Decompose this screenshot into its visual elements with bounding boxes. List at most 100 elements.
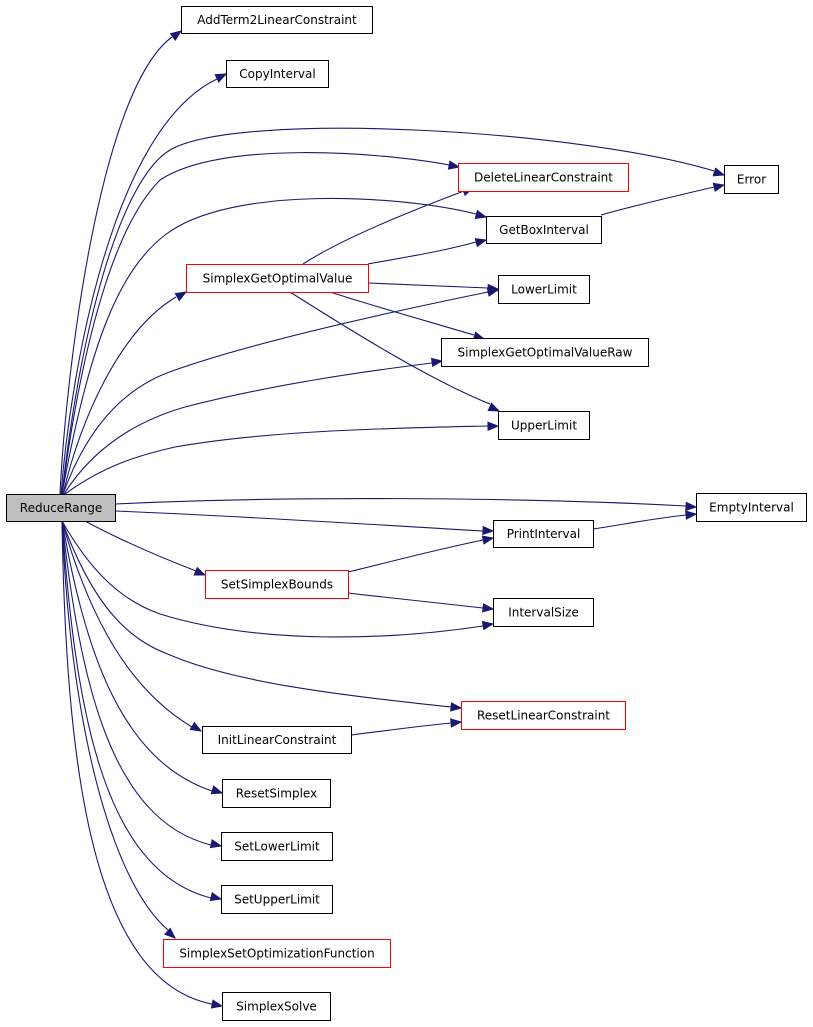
edge-reduce-range-to-simplex-get-optimal-value [62,291,188,495]
edge-print-interval-to-empty-interval [592,510,698,530]
node-interval-size[interactable]: IntervalSize [493,598,594,627]
node-box [6,494,116,522]
node-simplex-get-optimal-value-raw[interactable]: SimplexGetOptimalValueRaw [441,338,649,367]
node-label: SimplexSetOptimizationFunction [179,947,374,961]
node-box [221,832,333,861]
edge-set-simplex-bounds-to-interval-size [347,592,495,613]
node-label: PrintInterval [507,527,581,541]
edge-reduce-range-to-lower-limit [62,287,500,495]
node-label: InitLinearConstraint [218,733,337,747]
node-set-lower-limit[interactable]: SetLowerLimit [221,832,333,861]
node-label: SetLowerLimit [234,840,320,854]
node-label: SimplexGetOptimalValue [203,272,353,286]
node-box [186,264,369,293]
edge-simplex-get-optimal-value-to-upper-limit [289,291,501,412]
node-get-box-interval[interactable]: GetBoxInterval [486,216,602,244]
node-add-term2-linear-constraint[interactable]: AddTerm2LinearConstraint [181,6,373,34]
edge-get-box-interval-to-error [600,182,726,216]
edge-reduce-range-to-init-linear-constraint [61,520,203,732]
call-graph-edges [59,30,726,1009]
arrowhead-icon [174,291,188,302]
arrowhead-icon [487,421,500,431]
node-box [461,701,626,730]
edge-reduce-range-to-reset-linear-constraint [61,520,463,712]
node-label: ResetSimplex [236,787,317,801]
arrowhead-icon [474,209,488,219]
arrowhead-icon [450,718,463,728]
node-box [163,939,391,968]
edge-reduce-range-to-get-box-interval [61,197,488,495]
node-label: SetUpperLimit [234,893,320,907]
node-box [226,60,329,88]
node-print-interval[interactable]: PrintInterval [493,520,594,548]
edge-reduce-range-to-add-term2-linear-constraint [59,30,183,495]
node-label: LowerLimit [511,283,577,297]
arrowhead-icon [430,357,444,368]
edge-reduce-range-to-simplex-solve [61,520,224,1009]
node-label: SimplexGetOptimalValueRaw [458,346,633,360]
arrowhead-icon [712,167,726,177]
edge-simplex-get-optimal-value-to-simplex-get-optimal-value-raw [329,291,486,341]
arrowhead-icon [209,838,223,849]
node-box [205,570,349,599]
edge-reduce-range-to-print-interval [114,510,495,536]
arrowhead-icon [482,525,495,536]
edge-reduce-range-to-upper-limit [64,421,500,495]
arrowhead-icon [482,603,495,613]
call-graph-nodes: ReduceRange AddTerm2LinearConstraintCopyI… [6,6,807,1021]
node-label: ResetLinearConstraint [477,709,610,723]
arrowhead-icon [481,535,495,545]
node-label: Error [737,173,766,187]
arrowhead-icon [685,510,698,520]
arrowhead-icon [487,402,501,412]
edge-reduce-range-to-copy-interval [60,73,228,495]
node-simplex-solve[interactable]: SimplexSolve [222,992,331,1021]
node-box [221,885,333,914]
node-empty-interval[interactable]: EmptyInterval [696,493,807,522]
node-set-upper-limit[interactable]: SetUpperLimit [221,885,333,914]
node-simplex-set-optimization-function[interactable]: SimplexSetOptimizationFunction [163,939,391,968]
node-box [222,992,331,1021]
node-box [498,411,590,440]
arrowhead-icon [481,620,495,631]
node-simplex-get-optimal-value[interactable]: SimplexGetOptimalValue [186,264,369,293]
arrowhead-icon [169,30,183,42]
arrowhead-icon [164,927,177,939]
node-delete-linear-constraint[interactable]: DeleteLinearConstraint [458,163,629,192]
arrowhead-icon [685,501,698,512]
node-reset-linear-constraint[interactable]: ResetLinearConstraint [461,701,626,730]
node-lower-limit[interactable]: LowerLimit [498,275,590,304]
node-box [458,163,629,192]
node-label: IntervalSize [508,606,579,620]
arrowhead-icon [189,721,203,732]
node-reset-simplex[interactable]: ResetSimplex [222,779,331,808]
edge-reduce-range-to-set-simplex-bounds [84,520,207,576]
edge-reduce-range-to-simplex-set-optimization-function [61,520,177,939]
edge-simplex-get-optimal-value-to-lower-limit [367,282,500,294]
arrowhead-icon [474,238,488,248]
edge-reduce-range-to-set-lower-limit [61,520,223,849]
edge-reduce-range-to-empty-interval [114,498,698,512]
edge-simplex-get-optimal-value-to-delete-linear-constraint [302,187,475,265]
node-error[interactable]: Error [724,165,779,194]
arrowhead-icon [209,891,223,902]
edge-init-linear-constraint-to-reset-linear-constraint [350,718,463,736]
node-reduce-range[interactable]: ReduceRange [6,494,116,522]
node-box [493,520,594,548]
node-set-simplex-bounds[interactable]: SetSimplexBounds [205,570,349,599]
edge-reduce-range-to-error [61,127,726,495]
node-box [724,165,779,194]
node-init-linear-constraint[interactable]: InitLinearConstraint [202,726,352,754]
node-upper-limit[interactable]: UpperLimit [498,411,590,440]
node-copy-interval[interactable]: CopyInterval [226,60,329,88]
node-box [486,216,602,244]
edge-reduce-range-to-set-upper-limit [61,520,223,902]
edge-simplex-get-optimal-value-to-get-box-interval [367,238,488,265]
node-label: SimplexSolve [236,1000,317,1014]
node-box [222,779,331,808]
edge-reduce-range-to-delete-linear-constraint [61,152,461,495]
arrowhead-icon [210,785,224,795]
edge-reduce-range-to-simplex-get-optimal-value-raw [63,357,444,495]
node-label: GetBoxInterval [499,223,589,237]
